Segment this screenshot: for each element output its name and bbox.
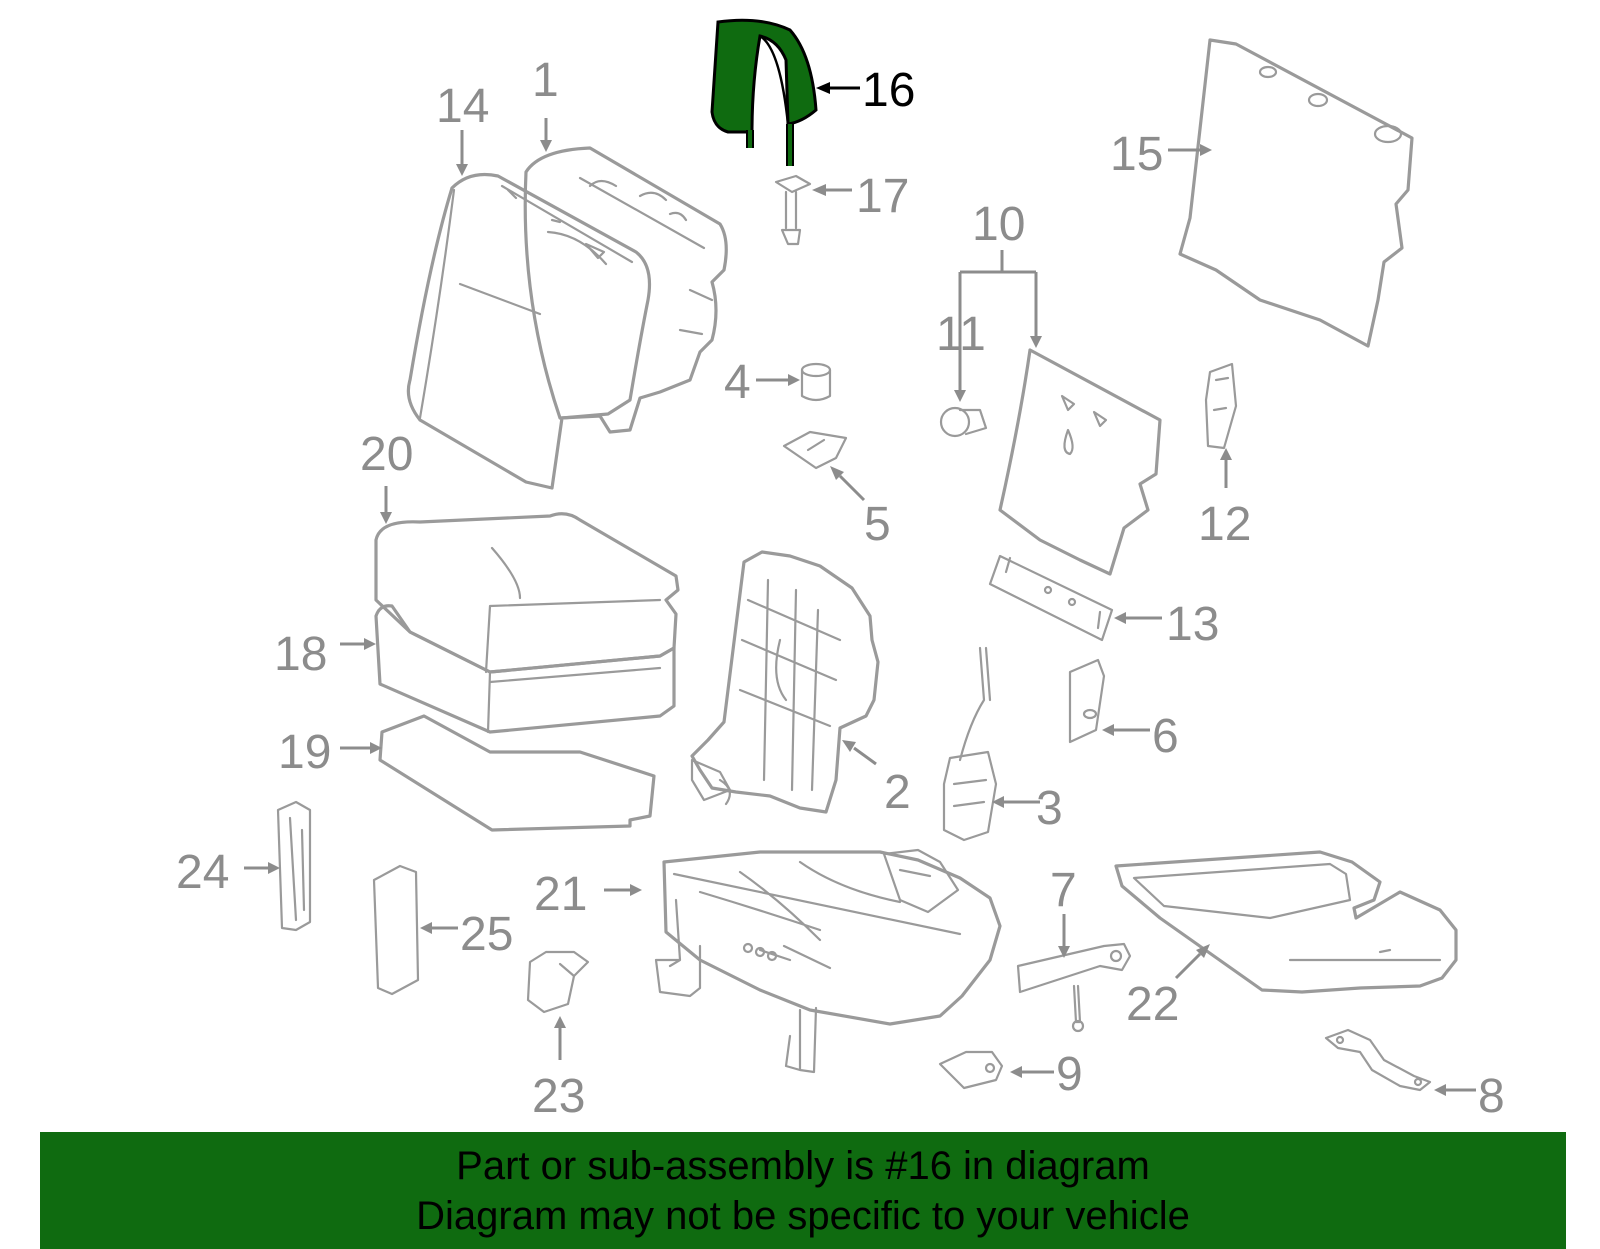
callout-22: 22	[1126, 978, 1179, 1031]
part-8-strap[interactable]	[1324, 1028, 1432, 1092]
callout-21: 21	[534, 868, 587, 921]
callout-6: 6	[1152, 710, 1179, 763]
part-16-headrest[interactable]	[710, 18, 818, 166]
part-19-cushion-base[interactable]	[378, 714, 656, 832]
callout-15: 15	[1110, 128, 1163, 181]
part-9-plate[interactable]	[938, 1050, 1004, 1090]
info-banner: Part or sub-assembly is #16 in diagram D…	[40, 1132, 1566, 1249]
leader-lines	[244, 82, 1476, 1096]
part-10-seatback-board[interactable]	[998, 348, 1162, 576]
part-12-bracket[interactable]	[1204, 362, 1238, 450]
part-15-back-panel[interactable]	[1178, 38, 1414, 348]
part-5-cover[interactable]	[782, 430, 848, 470]
callout-10: 10	[972, 198, 1025, 251]
callout-1: 1	[532, 54, 559, 107]
part-11-clip[interactable]	[939, 406, 988, 438]
callout-9: 9	[1056, 1048, 1083, 1101]
part-4-bushing[interactable]	[800, 362, 832, 402]
banner-line-disclaimer: Diagram may not be specific to your vehi…	[416, 1194, 1190, 1238]
part-22-storage-tray[interactable]	[1114, 850, 1458, 994]
callout-7: 7	[1050, 864, 1077, 917]
part-24-side-trim[interactable]	[276, 800, 312, 932]
callout-14: 14	[436, 80, 489, 133]
callout-23: 23	[532, 1070, 585, 1123]
part-18-cushion-pad[interactable]	[374, 604, 676, 734]
callout-8: 8	[1478, 1070, 1505, 1123]
part-21-cushion-frame[interactable]	[654, 848, 1002, 1074]
part-1-seatback-frame-cover[interactable]	[523, 146, 728, 434]
callout-5: 5	[864, 498, 891, 551]
callout-24: 24	[176, 846, 229, 899]
part-20-cushion-cover[interactable]	[374, 512, 680, 674]
part-6-trim-piece[interactable]	[1068, 658, 1106, 744]
part-13-hinge-bar[interactable]	[988, 554, 1114, 642]
callout-13: 13	[1166, 598, 1219, 651]
part-14-seatback-cover[interactable]	[406, 172, 652, 490]
callout-20: 20	[360, 428, 413, 481]
callout-2: 2	[884, 766, 911, 819]
callout-17: 17	[856, 170, 909, 223]
callout-19: 19	[278, 726, 331, 779]
callout-25: 25	[460, 908, 513, 961]
callout-labels: 1 2 3 4 5 6 7 8 9 10 11 12 13 14 15 16 1…	[176, 54, 1505, 1123]
banner-line-part-number: Part or sub-assembly is #16 in diagram	[456, 1144, 1150, 1188]
callout-3: 3	[1036, 782, 1063, 835]
callout-4: 4	[724, 356, 751, 409]
part-23-cover[interactable]	[526, 950, 590, 1014]
part-7-bracket[interactable]	[1016, 942, 1132, 1033]
part-17-headrest-guide[interactable]	[774, 174, 812, 246]
callout-16: 16	[862, 64, 915, 117]
part-2-seatback-frame[interactable]	[690, 550, 880, 814]
callout-11: 11	[936, 308, 986, 361]
callout-18: 18	[274, 628, 327, 681]
part-25-side-trim[interactable]	[372, 864, 420, 996]
part-3-latch-cable[interactable]	[942, 646, 998, 842]
callout-12: 12	[1198, 498, 1251, 551]
